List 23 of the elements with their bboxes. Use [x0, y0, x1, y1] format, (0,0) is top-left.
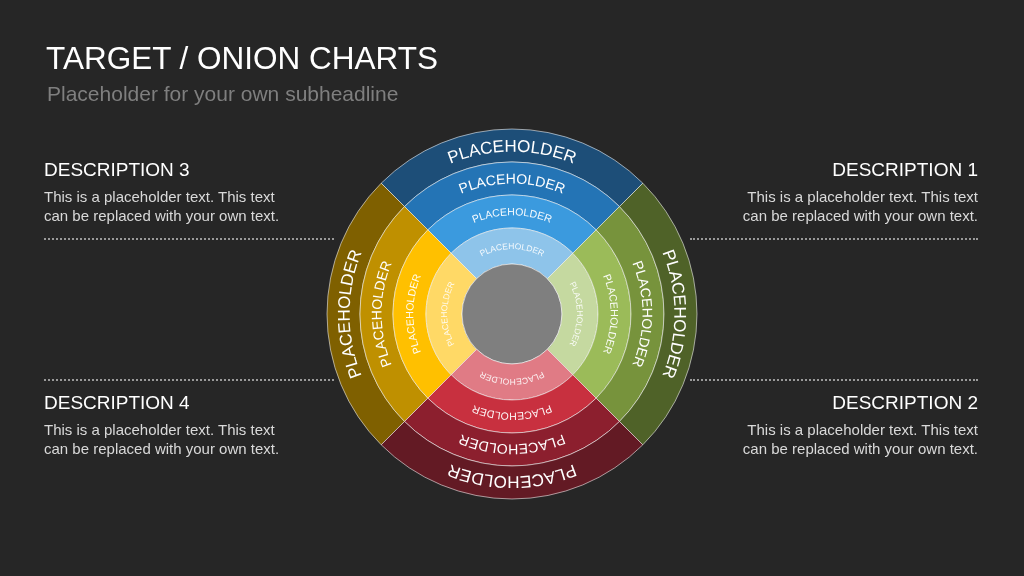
ring-segment [619, 182, 698, 446]
ring-segment [380, 421, 644, 500]
segment-label: PLACEHOLDER [445, 460, 580, 492]
ring-segment [425, 252, 478, 376]
description-text: This is a placeholder text. This text can be replaced with your own text. [44, 188, 281, 225]
description-text: This is a placeholder text. This text can be replaced with your own text. [741, 421, 978, 458]
center-circle [461, 263, 563, 365]
segment-label: PLACEHOLDER [478, 241, 546, 259]
slide-title: TARGET / ONION CHARTS [46, 39, 439, 77]
segment-label: PLACEHOLDER [456, 170, 568, 197]
segment-label: PLACEHOLDER [478, 369, 546, 387]
description-heading: DESCRIPTION 3 [44, 158, 191, 182]
description-heading: DESCRIPTION 4 [44, 391, 191, 415]
segment-label: PLACEHOLDER [470, 403, 554, 423]
description-text: This is a placeholder text. This text can be replaced with your own text. [741, 188, 978, 225]
segment-label: PLACEHOLDER [444, 136, 579, 168]
ring-segment [392, 229, 452, 399]
segment-label: PLACEHOLDER [456, 431, 568, 458]
description-heading: DESCRIPTION 1 [832, 158, 978, 182]
subtitle: Placeholder for your own subheadline [47, 81, 400, 107]
segment-label: PLACEHOLDER [470, 205, 554, 225]
description-text: This is a placeholder text. This text can be replaced with your own text. [44, 421, 281, 458]
description-heading: DESCRIPTION 2 [832, 391, 978, 415]
